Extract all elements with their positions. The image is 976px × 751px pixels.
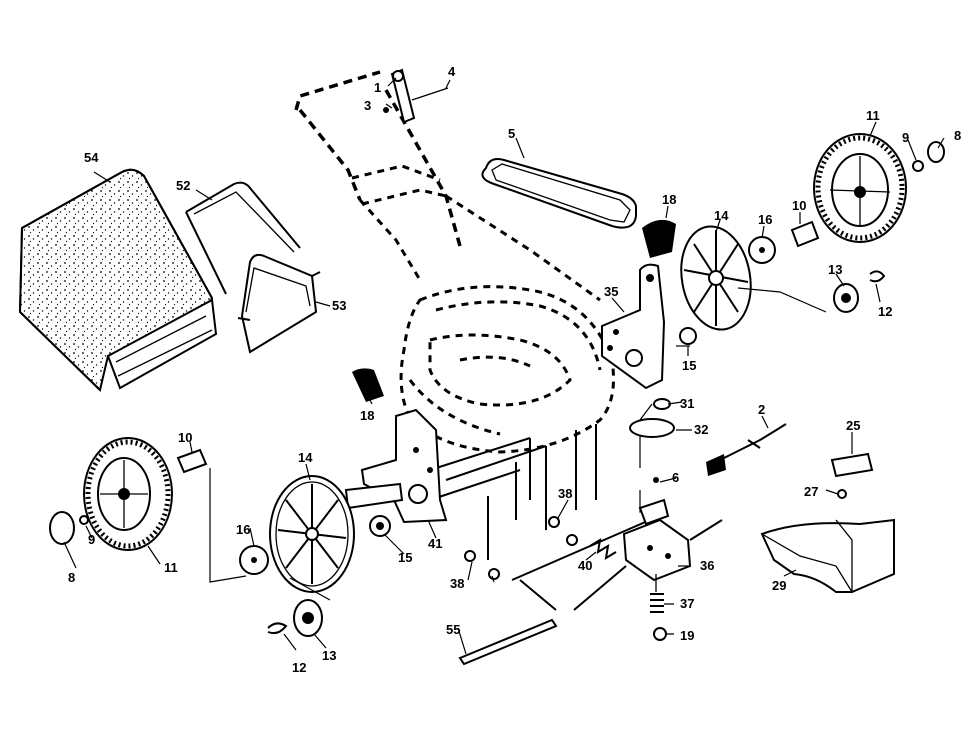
- callout-35: 35: [604, 284, 618, 299]
- callout-54: 54: [84, 150, 99, 165]
- callout-8-right: 8: [954, 128, 961, 143]
- callout-13-right: 13: [828, 262, 842, 277]
- rod: [458, 618, 558, 666]
- callout-10-right: 10: [792, 198, 806, 213]
- nuts: [464, 477, 667, 641]
- screw: [837, 489, 847, 499]
- decal: [830, 452, 874, 478]
- side-discharge-chute: [760, 518, 895, 593]
- right-hardware: [676, 141, 945, 347]
- transmission: [573, 498, 723, 611]
- callout-38-upper: 38: [558, 486, 572, 501]
- callout-8-left: 8: [68, 570, 75, 585]
- drive-pad-right: [642, 219, 676, 258]
- callout-16-right: 16: [758, 212, 772, 227]
- callout-38-lower: 38: [450, 576, 464, 591]
- springs: [589, 538, 664, 613]
- callout-11-right: 11: [866, 108, 880, 123]
- callout-18-right: 18: [662, 192, 676, 207]
- callout-11-left: 11: [164, 560, 178, 575]
- callout-15-right: 15: [682, 358, 696, 373]
- mower-handle: [294, 70, 601, 302]
- left-wheel-cover: [269, 475, 355, 593]
- callout-13-left: 13: [322, 648, 336, 663]
- callout-4: 4: [448, 64, 456, 79]
- axle-rods: [429, 403, 660, 611]
- callout-5: 5: [508, 126, 515, 141]
- callout-12-left: 12: [292, 660, 306, 675]
- callout-55: 55: [446, 622, 460, 637]
- callout-40: 40: [578, 558, 592, 573]
- right-wheel: [813, 133, 907, 243]
- control-cable: [706, 423, 787, 476]
- callout-37: 37: [680, 596, 694, 611]
- callout-14-right: 14: [714, 208, 729, 223]
- callout-41: 41: [428, 536, 442, 551]
- callout-29: 29: [772, 578, 786, 593]
- callout-31: 31: [680, 396, 694, 411]
- callout-9-right: 9: [902, 130, 909, 145]
- callout-27: 27: [804, 484, 818, 499]
- handle-lever: [383, 68, 449, 124]
- right-wheel-cover: [680, 225, 752, 331]
- callout-32: 32: [694, 422, 708, 437]
- callout-12-right: 12: [878, 304, 892, 319]
- right-height-adjuster: [601, 263, 666, 390]
- mower-deck: [399, 285, 615, 454]
- callout-36: 36: [700, 558, 714, 573]
- callout-14-left: 14: [298, 450, 313, 465]
- drive-belt: [481, 158, 637, 229]
- callout-9-left: 9: [88, 532, 95, 547]
- callout-15-left: 15: [398, 550, 412, 565]
- callout-2: 2: [758, 402, 765, 417]
- left-height-adjuster: [344, 408, 448, 524]
- callout-1: 1: [374, 80, 381, 95]
- callout-25: 25: [846, 418, 860, 433]
- callout-3: 3: [364, 98, 371, 113]
- callout-16-left: 16: [236, 522, 250, 537]
- callout-53: 53: [332, 298, 346, 313]
- callout-52: 52: [176, 178, 190, 193]
- catcher-frame: [237, 253, 321, 354]
- left-wheel: [83, 437, 173, 551]
- callout-18-left: 18: [360, 408, 374, 423]
- callout-labels: 1 3 4 5 54 52 53 18 14 16 10 11 9 8 13 1…: [68, 64, 961, 675]
- callout-leaders: [63, 77, 945, 655]
- callout-6: 6: [672, 470, 679, 485]
- grass-catcher-bag: [18, 168, 218, 392]
- drive-pad-left: [352, 368, 384, 402]
- catcher-handle: [185, 181, 301, 295]
- callout-19: 19: [680, 628, 694, 643]
- cover-cap: [629, 398, 675, 438]
- callout-10-left: 10: [178, 430, 192, 445]
